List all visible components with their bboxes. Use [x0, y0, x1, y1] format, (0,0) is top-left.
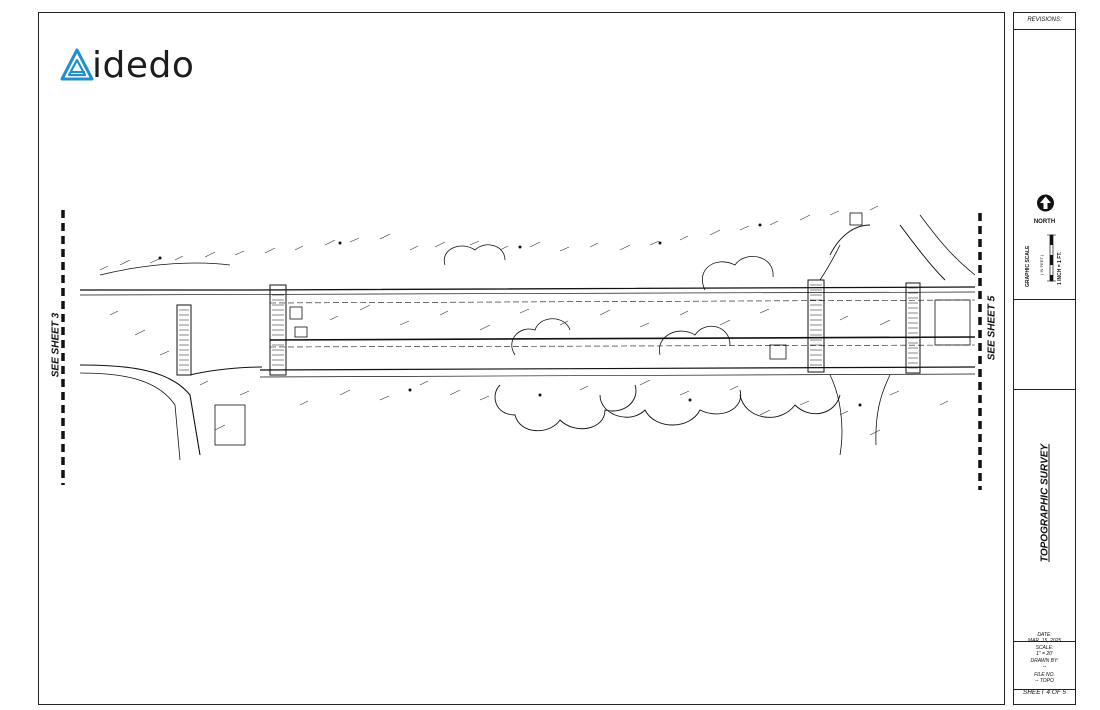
info-area: [1014, 642, 1075, 690]
drawing-frame: [38, 12, 1005, 705]
graphic-scale-label: GRAPHIC SCALE: [1025, 245, 1031, 287]
revisions-label: REVISIONS:: [1027, 17, 1062, 23]
revisions-header: REVISIONS:: [1014, 13, 1075, 30]
logo-text: idedo: [92, 44, 195, 86]
north-arrow-icon: [1037, 194, 1054, 212]
north-label: NORTH: [1033, 219, 1056, 225]
blank-area: [1014, 300, 1075, 390]
title-area: [1014, 390, 1075, 642]
sheet-title-area: TOPOGRAPHIC SURVEY: [1013, 378, 1076, 628]
sheet-number: SHEET 4 OF 5: [1022, 689, 1067, 696]
date-label: DATE:: [1037, 632, 1052, 638]
north-arrow: NORTH: [1014, 193, 1075, 225]
scale-value: 1" = 20': [1036, 651, 1053, 657]
topographic-survey-drawing: [61, 205, 982, 490]
drawn-by-label: DRAWN BY:: [1030, 658, 1059, 664]
drawn-by-value: --: [1042, 664, 1047, 670]
scale-inch-label: 1 INCH = 1 FT.: [1057, 251, 1063, 285]
company-logo: idedo: [60, 40, 194, 90]
title-block: REVISIONS: NORTH GRAPHIC SCALE ( IN FEET…: [1013, 12, 1076, 705]
graphic-scale: GRAPHIC SCALE ( IN FEET ) 1 INCH = 1 FT.: [1022, 231, 1068, 289]
file-no-value: -- TOPO: [1035, 678, 1054, 684]
revisions-area: [1014, 30, 1075, 300]
file-no-label: FILE NO.: [1034, 672, 1055, 678]
scale-label: SCALE:: [1035, 645, 1054, 651]
graphic-scale-bar: [1047, 234, 1056, 282]
date-value: MAR. 15, 2025: [1027, 638, 1062, 644]
sheet-title: TOPOGRAPHIC SURVEY: [1039, 443, 1050, 563]
triangle-a-logo-icon: [60, 48, 94, 81]
scale-feet-label: ( IN FEET ): [1039, 254, 1044, 275]
